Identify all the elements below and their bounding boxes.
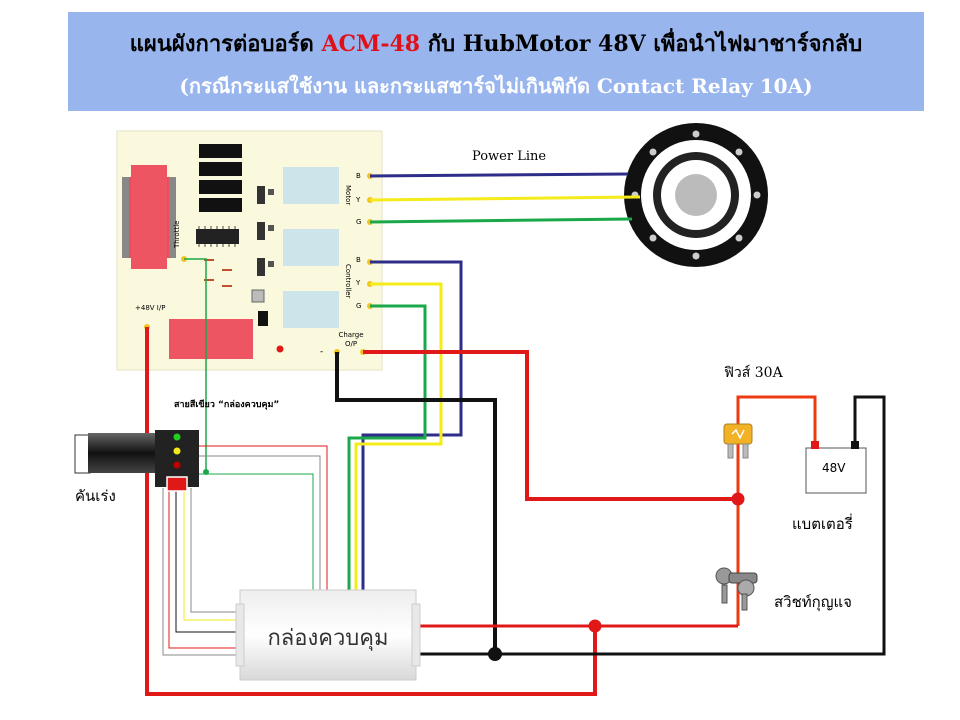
wire-ctrl-blue [361,260,463,592]
charge-output-label: Charge O/P [338,331,364,348]
junction-ground [488,647,502,661]
battery-voltage-label: 48V [822,461,846,475]
acm48-board [116,130,383,371]
wire-ctrl-yellow [354,282,443,592]
controller-box [235,589,421,681]
pin-y-controller: Y [356,279,361,287]
mosfet-2 [199,162,242,176]
fuse-icon [723,423,753,459]
fuse-label: ฟิวส์ 30A [724,365,783,381]
pin-b-motor: B [356,172,361,180]
junction-power [588,619,602,633]
motor-pins-label: Motor [344,185,352,206]
battery-icon [805,441,867,494]
pin-g-controller: G [356,302,362,310]
wire-motor-blue [369,172,629,178]
wire-ctrl-green [347,304,427,592]
motor-relay-3 [283,291,339,328]
controller-pins-label: Controller [344,264,352,299]
motor-relay-1 [283,167,339,204]
input-48v-label: +48V I/P [135,304,166,312]
title-highlight: ACM-48 [321,31,421,57]
throttle-grip [74,430,199,492]
power-line-label: Power Line [472,149,547,164]
input-relay [169,319,253,359]
title-line-2: (กรณีกระแสใช้งาน และกระแสชาร์จไม่เกินพิก… [179,74,813,98]
key-switch-label: สวิชท์กุญแจ [774,593,852,611]
title-line-1: แผนผังการต่อบอร์ด ACM-48 กับ HubMotor 48… [129,31,863,57]
wire-charge-red [363,350,738,501]
wire-motor-yellow [369,195,641,202]
mosfet-1 [199,144,242,158]
hub-motor [624,123,768,267]
green-wire-note: สายสีเขียว “กล่องควบคุม” [174,400,280,410]
throttle-pin-label: Throttle [173,220,181,248]
title-banner: แผนผังการต่อบอร์ด ACM-48 กับ HubMotor 48… [68,12,924,111]
key-switch-icon [715,567,758,611]
motor-relay-2 [283,229,339,266]
battery-label: แบตเตอรี่ [792,515,853,533]
pin-y-motor: Y [356,196,361,204]
mosfet-4 [199,198,242,212]
mosfet-3 [199,180,242,194]
wire-charge-black [335,352,497,654]
wire-battery-black [416,395,886,656]
junction-charge [731,492,745,506]
wire-motor-green [369,217,633,224]
wire-input-red [145,327,597,696]
wire-throttle-signal [184,258,207,472]
controller-box-label: กล่องควบคุม [267,626,389,651]
pin-b-controller: B [356,256,361,264]
wire-fuse-orange [736,395,817,499]
ic-chip [196,229,239,244]
throttle-label: คันเร่ง [75,487,116,505]
minus-label: - [320,347,324,357]
pin-g-motor: G [356,218,362,226]
